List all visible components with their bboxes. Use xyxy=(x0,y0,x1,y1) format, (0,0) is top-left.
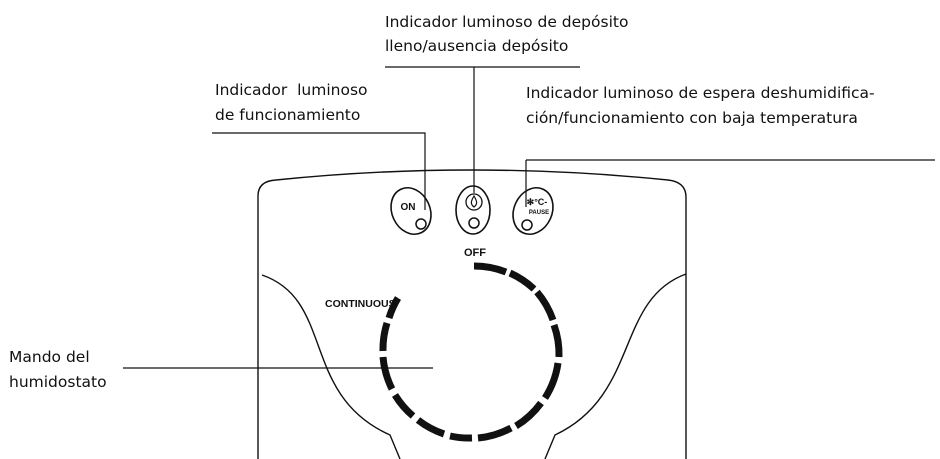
operation-callout-line1: Indicador luminoso xyxy=(215,81,368,99)
device-panel-outline xyxy=(257,169,687,459)
humidistat-callout-line2: humidostato xyxy=(9,373,107,391)
water-tank-indicator xyxy=(455,185,491,235)
humidistat-callout-line1: Mando del xyxy=(9,348,90,366)
humidistat-dial-scale xyxy=(379,262,563,442)
dial-segment xyxy=(550,323,563,358)
dial-segment xyxy=(541,362,562,400)
dial-segment xyxy=(534,289,557,322)
leader-lines xyxy=(123,66,935,369)
on-label: ON xyxy=(401,202,416,213)
standby-leader xyxy=(525,159,935,207)
dial-segment xyxy=(473,262,508,276)
snowflake-temperature-icon: ✻°C- xyxy=(527,197,548,207)
water-tank-led xyxy=(468,217,480,229)
standby-indicator: ✻°C- PAUSE xyxy=(512,187,554,235)
water-tank-callout-line1: Indicador luminoso de depósito xyxy=(385,13,628,31)
on-indicator: ON xyxy=(390,187,432,235)
off-label: OFF xyxy=(464,247,486,259)
dial-segment xyxy=(415,417,446,438)
water-drop-icon xyxy=(470,194,478,208)
standby-led xyxy=(521,219,533,231)
operation-callout-line2: de funcionamiento xyxy=(215,106,360,124)
standby-callout-line2: ción/funcionamiento con baja temperatura xyxy=(526,109,858,127)
dial-segment xyxy=(477,424,513,442)
water-tank-callout-line2: lleno/ausencia depósito xyxy=(385,37,568,55)
dial-segment xyxy=(379,356,396,391)
dial-segment xyxy=(508,269,537,292)
pause-label: PAUSE xyxy=(529,210,549,216)
on-led xyxy=(415,218,427,230)
operation-leader xyxy=(212,132,426,210)
dial-segment xyxy=(379,321,391,352)
standby-callout-line1: Indicador luminoso de espera deshumidifi… xyxy=(526,84,875,102)
dial-segment xyxy=(392,393,416,419)
water-tank-leader xyxy=(385,66,580,193)
dial-segment xyxy=(449,432,473,442)
water-drop-icon-ring xyxy=(465,193,483,211)
dial-segment xyxy=(385,296,402,320)
dial-segment xyxy=(514,400,544,429)
continuous-label: CONTINUOUS xyxy=(325,298,396,310)
